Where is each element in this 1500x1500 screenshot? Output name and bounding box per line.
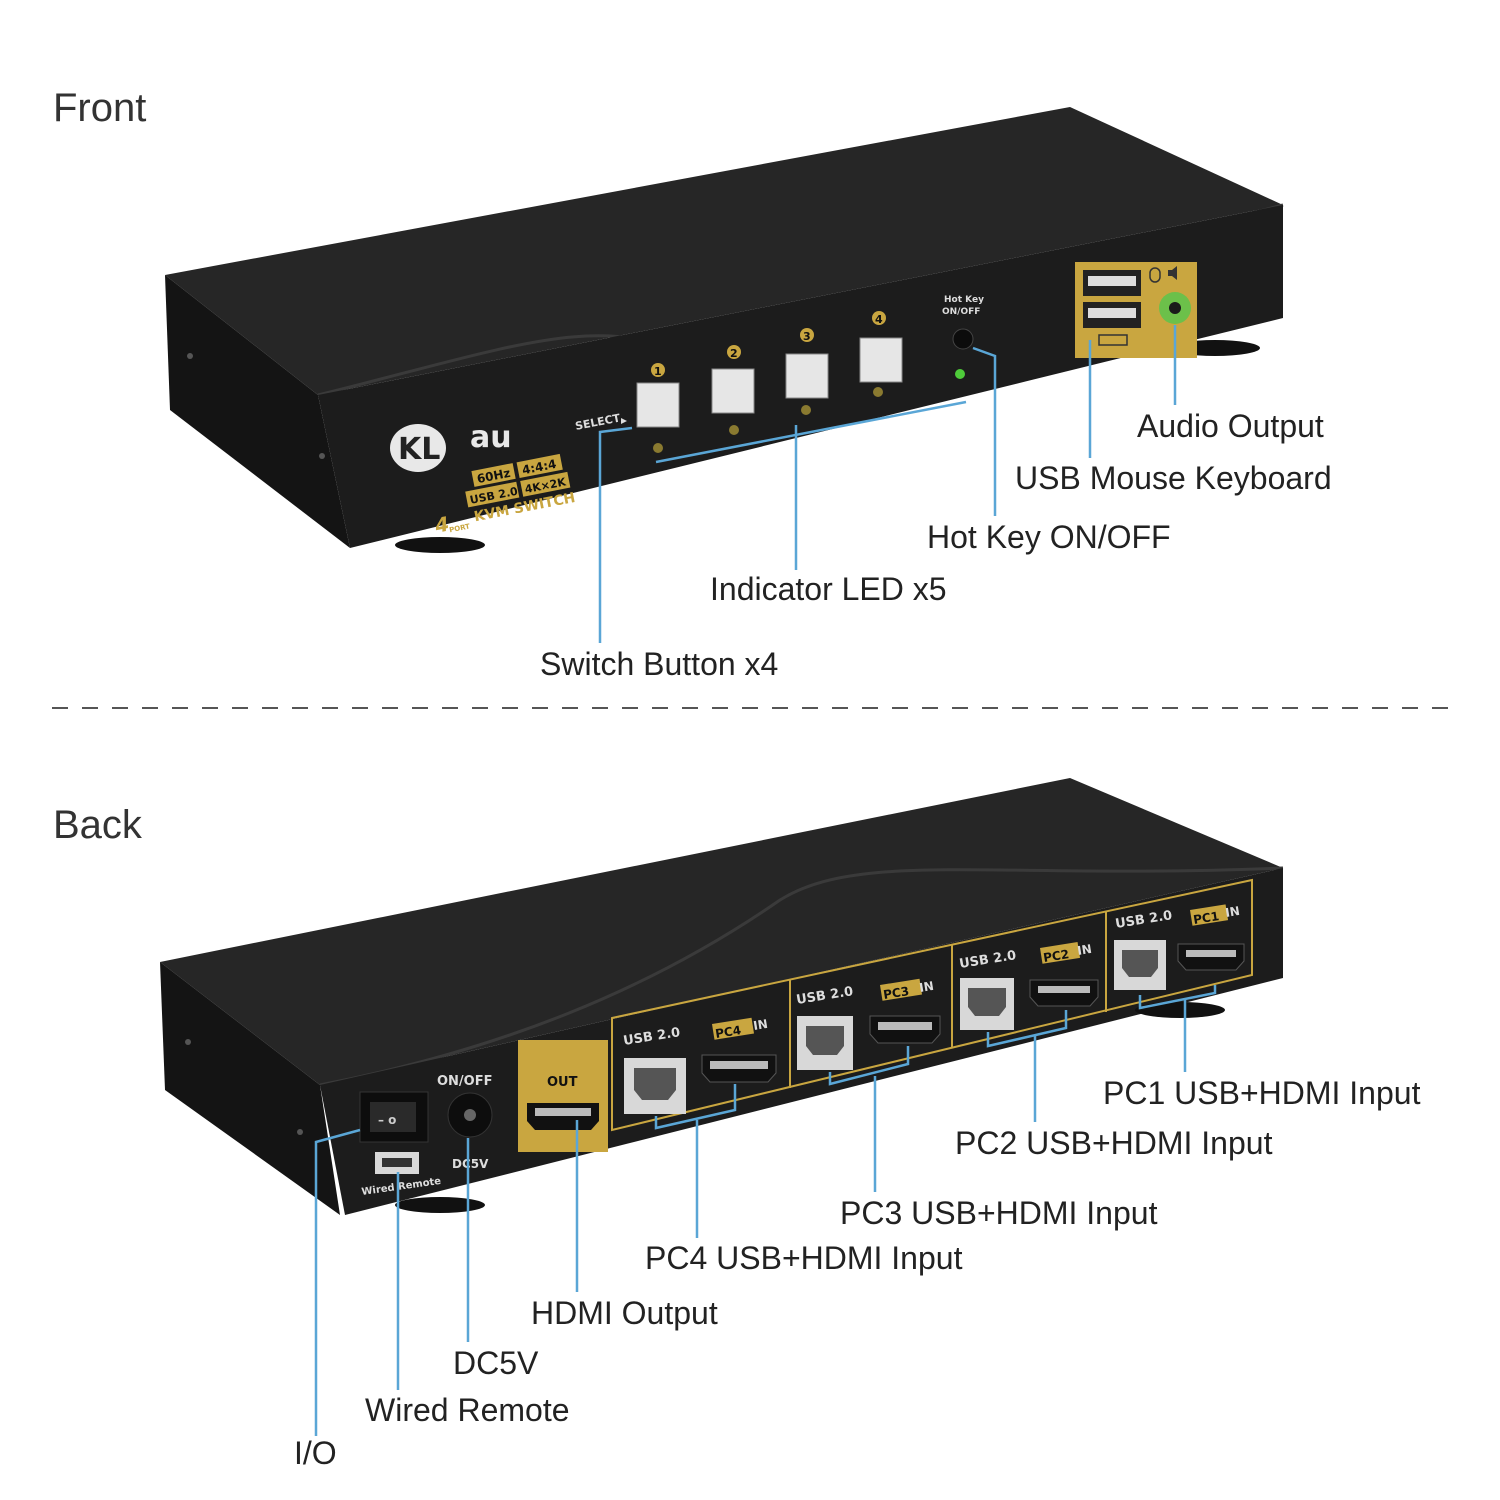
back-leader-lines — [314, 985, 1217, 1436]
front-device: KL au 60Hz 4:4:4 USB 2.0 4K×2K KVM SWITC… — [165, 107, 1284, 553]
switch-button-3[interactable] — [785, 353, 829, 399]
leader-switch — [598, 426, 633, 643]
back-foot-left — [395, 1197, 485, 1213]
leader-led-bar — [655, 400, 967, 464]
badge-444: 4:4:4 — [521, 457, 558, 477]
brand-logo-suffix: au — [470, 420, 512, 455]
hotkey-label-line2: ON/OFF — [942, 307, 980, 317]
switch-buttons: 1 2 3 4 — [636, 311, 903, 428]
back-wave-line — [319, 866, 1284, 1087]
callout-audio-output: Audio Output — [1137, 408, 1324, 444]
pc1-in-label: IN — [1224, 904, 1241, 920]
pc3-in-label: IN — [918, 979, 935, 995]
front-section-title: Front — [53, 86, 147, 130]
switch-button-4[interactable] — [859, 337, 903, 383]
pc2-label: PC2 — [1042, 947, 1070, 965]
led-4 — [873, 387, 883, 397]
hdmi-out-label: OUT — [547, 1075, 578, 1090]
indicator-leds — [653, 369, 965, 453]
switch-button-4-number: 4 — [875, 313, 883, 326]
switch-button-3-number: 3 — [803, 330, 811, 343]
back-top-surface — [160, 778, 1283, 1085]
pc-ports-frame — [611, 878, 1253, 1132]
callout-indicator-led: Indicator LED x5 — [710, 571, 947, 607]
port-group-pc2: USB 2.0 PC2 IN — [958, 942, 1099, 1030]
port-count: 4 — [432, 512, 451, 538]
brand-logo-text: KL — [398, 432, 440, 467]
led-3 — [801, 405, 811, 415]
leader-pc3-bracket — [828, 1046, 910, 1086]
power-switch-markings: – o — [378, 1113, 396, 1127]
pc4-in-label: IN — [752, 1017, 769, 1033]
callout-pc4-input: PC4 USB+HDMI Input — [645, 1240, 963, 1276]
back-section-title: Back — [53, 803, 142, 847]
switch-button-1-number: 1 — [654, 365, 662, 378]
spec-badges: 60Hz 4:4:4 USB 2.0 4K×2K KVM SWITCH 4 PO… — [432, 453, 577, 538]
front-left-end — [165, 275, 350, 548]
hotkey-label-line1: Hot Key — [944, 295, 984, 305]
front-top-surface — [165, 107, 1283, 395]
leader-pc1-bracket — [1138, 985, 1217, 1010]
back-left-end — [160, 962, 340, 1215]
speaker-icon — [1168, 266, 1177, 280]
leader-pc2-bracket — [986, 1010, 1068, 1048]
back-foot-right — [1135, 1002, 1225, 1018]
callout-hotkey: Hot Key ON/OFF — [927, 519, 1171, 555]
switch-button-2[interactable] — [711, 368, 755, 414]
pc1-label: PC1 — [1192, 909, 1220, 927]
brand-logo: KL au — [390, 420, 512, 472]
mouse-icon — [1149, 267, 1161, 283]
hdmi-out-panel — [518, 1040, 608, 1152]
led-1 — [653, 443, 663, 453]
leader-io — [314, 1128, 361, 1436]
badge-60hz: 60Hz — [476, 466, 512, 486]
pc4-label: PC4 — [714, 1023, 742, 1041]
keyboard-icon — [1098, 334, 1128, 346]
port-word: PORT — [449, 522, 471, 534]
leader-hotkey — [972, 346, 997, 516]
front-screw-2 — [319, 453, 325, 459]
front-foot-left — [395, 537, 485, 553]
leader-pc4-bracket — [654, 1084, 737, 1130]
pc2-in-label: IN — [1076, 942, 1093, 958]
front-leader-lines — [598, 325, 1177, 643]
hotkey-button[interactable] — [952, 328, 974, 350]
power-label: ON/OFF — [437, 1074, 493, 1089]
callout-pc2-input: PC2 USB+HDMI Input — [955, 1125, 1273, 1161]
pc3-label: PC3 — [882, 984, 910, 1002]
back-device: – o ON/OFF DC5V Wired Remote OUT USB 2.0… — [160, 778, 1284, 1215]
callout-hdmi-output: HDMI Output — [531, 1295, 718, 1331]
back-screw-2 — [297, 1129, 303, 1135]
callout-wired-remote: Wired Remote — [365, 1392, 570, 1428]
back-screw-1 — [185, 1039, 191, 1045]
dc-label: DC5V — [452, 1157, 489, 1171]
callout-switch-button: Switch Button x4 — [540, 646, 779, 682]
select-arrow-icon — [621, 418, 627, 424]
switch-button-1[interactable] — [636, 382, 680, 428]
callout-usb-mouse-keyboard: USB Mouse Keyboard — [1015, 460, 1332, 496]
front-screw-1 — [187, 353, 193, 359]
callout-dc5v: DC5V — [453, 1345, 539, 1381]
callout-pc3-input: PC3 USB+HDMI Input — [840, 1195, 1158, 1231]
switch-button-2-number: 2 — [730, 347, 738, 360]
led-2 — [729, 425, 739, 435]
led-hotkey — [955, 369, 965, 379]
callout-io: I/O — [294, 1435, 337, 1471]
callout-pc1-input: PC1 USB+HDMI Input — [1103, 1075, 1421, 1111]
hdmi-out-port[interactable] — [527, 1103, 599, 1130]
